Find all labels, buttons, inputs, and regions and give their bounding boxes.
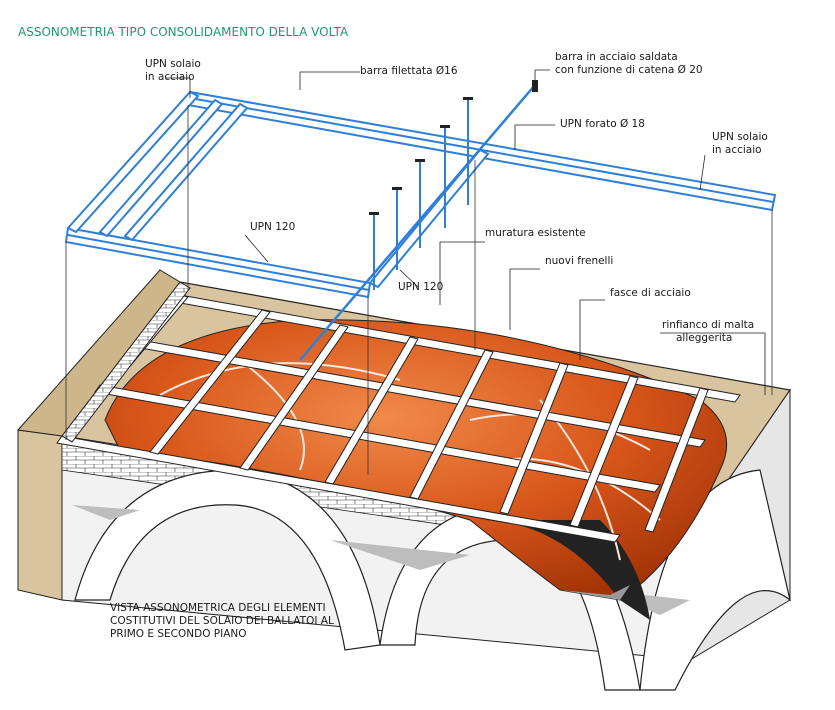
threaded-bar-caps <box>369 80 538 215</box>
leader-lines <box>165 69 766 395</box>
label-muratura: muratura esistente <box>485 227 586 239</box>
label-upn-120-b: UPN 120 <box>398 281 443 293</box>
diagram-title: ASSONOMETRIA TIPO CONSOLIDAMENTO DELLA V… <box>18 25 349 39</box>
label-upn-solaio-left-2: in acciaio <box>145 71 195 83</box>
frenelli-grid <box>56 281 741 543</box>
label-upn-forato: UPN forato Ø 18 <box>560 118 645 130</box>
caption-line-1: VISTA ASSONOMETRICA DEGLI ELEMENTI <box>110 602 326 614</box>
label-barra-saldata-2: con funzione di catena Ø 20 <box>555 64 703 76</box>
label-barra-saldata-1: barra in acciaio saldata <box>555 51 678 63</box>
label-upn-120-a: UPN 120 <box>250 221 295 233</box>
label-upn-solaio-right-1: UPN solaio <box>712 131 768 143</box>
caption-line-3: PRIMO E SECONDO PIANO <box>110 628 247 640</box>
label-frenelli: nuovi frenelli <box>545 255 613 267</box>
label-rinfianco-1: rinfianco di malta <box>662 319 754 331</box>
caption-line-2: COSTITUTIVI DEL SOLAIO DEI BALLATOI AL <box>110 615 334 627</box>
label-fasce: fasce di acciaio <box>610 287 691 299</box>
label-barra-filettata: barra filettata Ø16 <box>360 65 458 77</box>
label-upn-solaio-left-1: UPN solaio <box>145 58 201 70</box>
caption: VISTA ASSONOMETRICA DEGLI ELEMENTI COSTI… <box>110 602 334 640</box>
projection-lines <box>65 105 773 475</box>
label-rinfianco-2: alleggerita <box>676 332 732 344</box>
label-upn-solaio-right-2: in acciaio <box>712 144 762 156</box>
labels: UPN solaio in acciaio barra filettata Ø1… <box>145 51 768 344</box>
